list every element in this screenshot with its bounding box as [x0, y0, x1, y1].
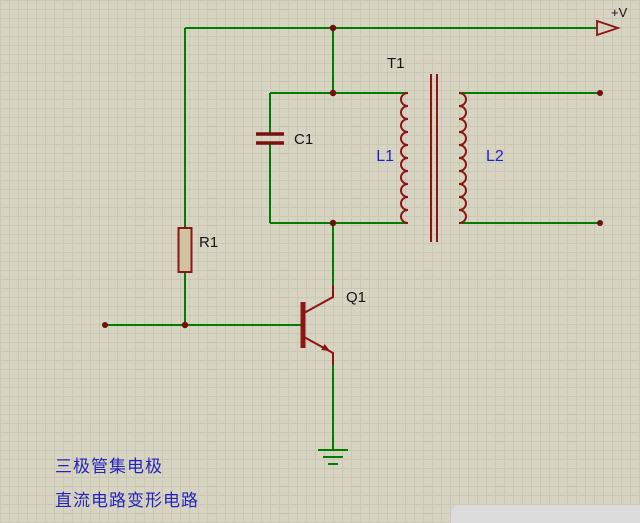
caption-line-1: 三极管集电极 [55, 457, 163, 476]
primary-label: L1 [376, 148, 394, 165]
junction-dots [102, 24, 603, 329]
transistor-ref-label: Q1 [346, 289, 366, 306]
capacitor-c1[interactable]: C1 [256, 131, 313, 148]
transformer-t1[interactable]: T1 L1 L2 [376, 55, 504, 242]
power-terminal[interactable]: +V [596, 5, 628, 37]
terminal-dot-secondary-top[interactable] [597, 90, 603, 96]
watermark-bar [451, 505, 640, 523]
primary-coil[interactable] [400, 92, 409, 224]
secondary-coil[interactable] [458, 92, 467, 224]
terminal-dot-base-input[interactable] [102, 322, 108, 328]
secondary-label: L2 [486, 148, 504, 165]
transformer-ref-label: T1 [387, 55, 405, 72]
resistor-body[interactable] [177, 227, 193, 273]
caption-line-2: 直流电路变形电路 [55, 491, 199, 510]
resistor-r1[interactable]: R1 [177, 227, 219, 273]
transistor-q1[interactable]: Q1 [300, 285, 366, 365]
power-label: +V [611, 5, 628, 20]
transistor-collector-lead[interactable] [303, 285, 334, 314]
power-arrow-icon[interactable] [596, 19, 621, 37]
resistor-ref-label: R1 [199, 234, 218, 251]
terminal-dot-secondary-bottom[interactable] [597, 220, 603, 226]
junction-dot [329, 219, 337, 227]
junction-dot [329, 24, 337, 32]
ground-terminal[interactable] [318, 449, 348, 465]
wires [105, 27, 600, 450]
capacitor-ref-label: C1 [294, 131, 313, 148]
junction-dot [181, 321, 189, 329]
transistor-emitter-lead[interactable] [303, 336, 334, 365]
emitter-arrow-icon [321, 344, 330, 351]
junction-dot [329, 89, 337, 97]
